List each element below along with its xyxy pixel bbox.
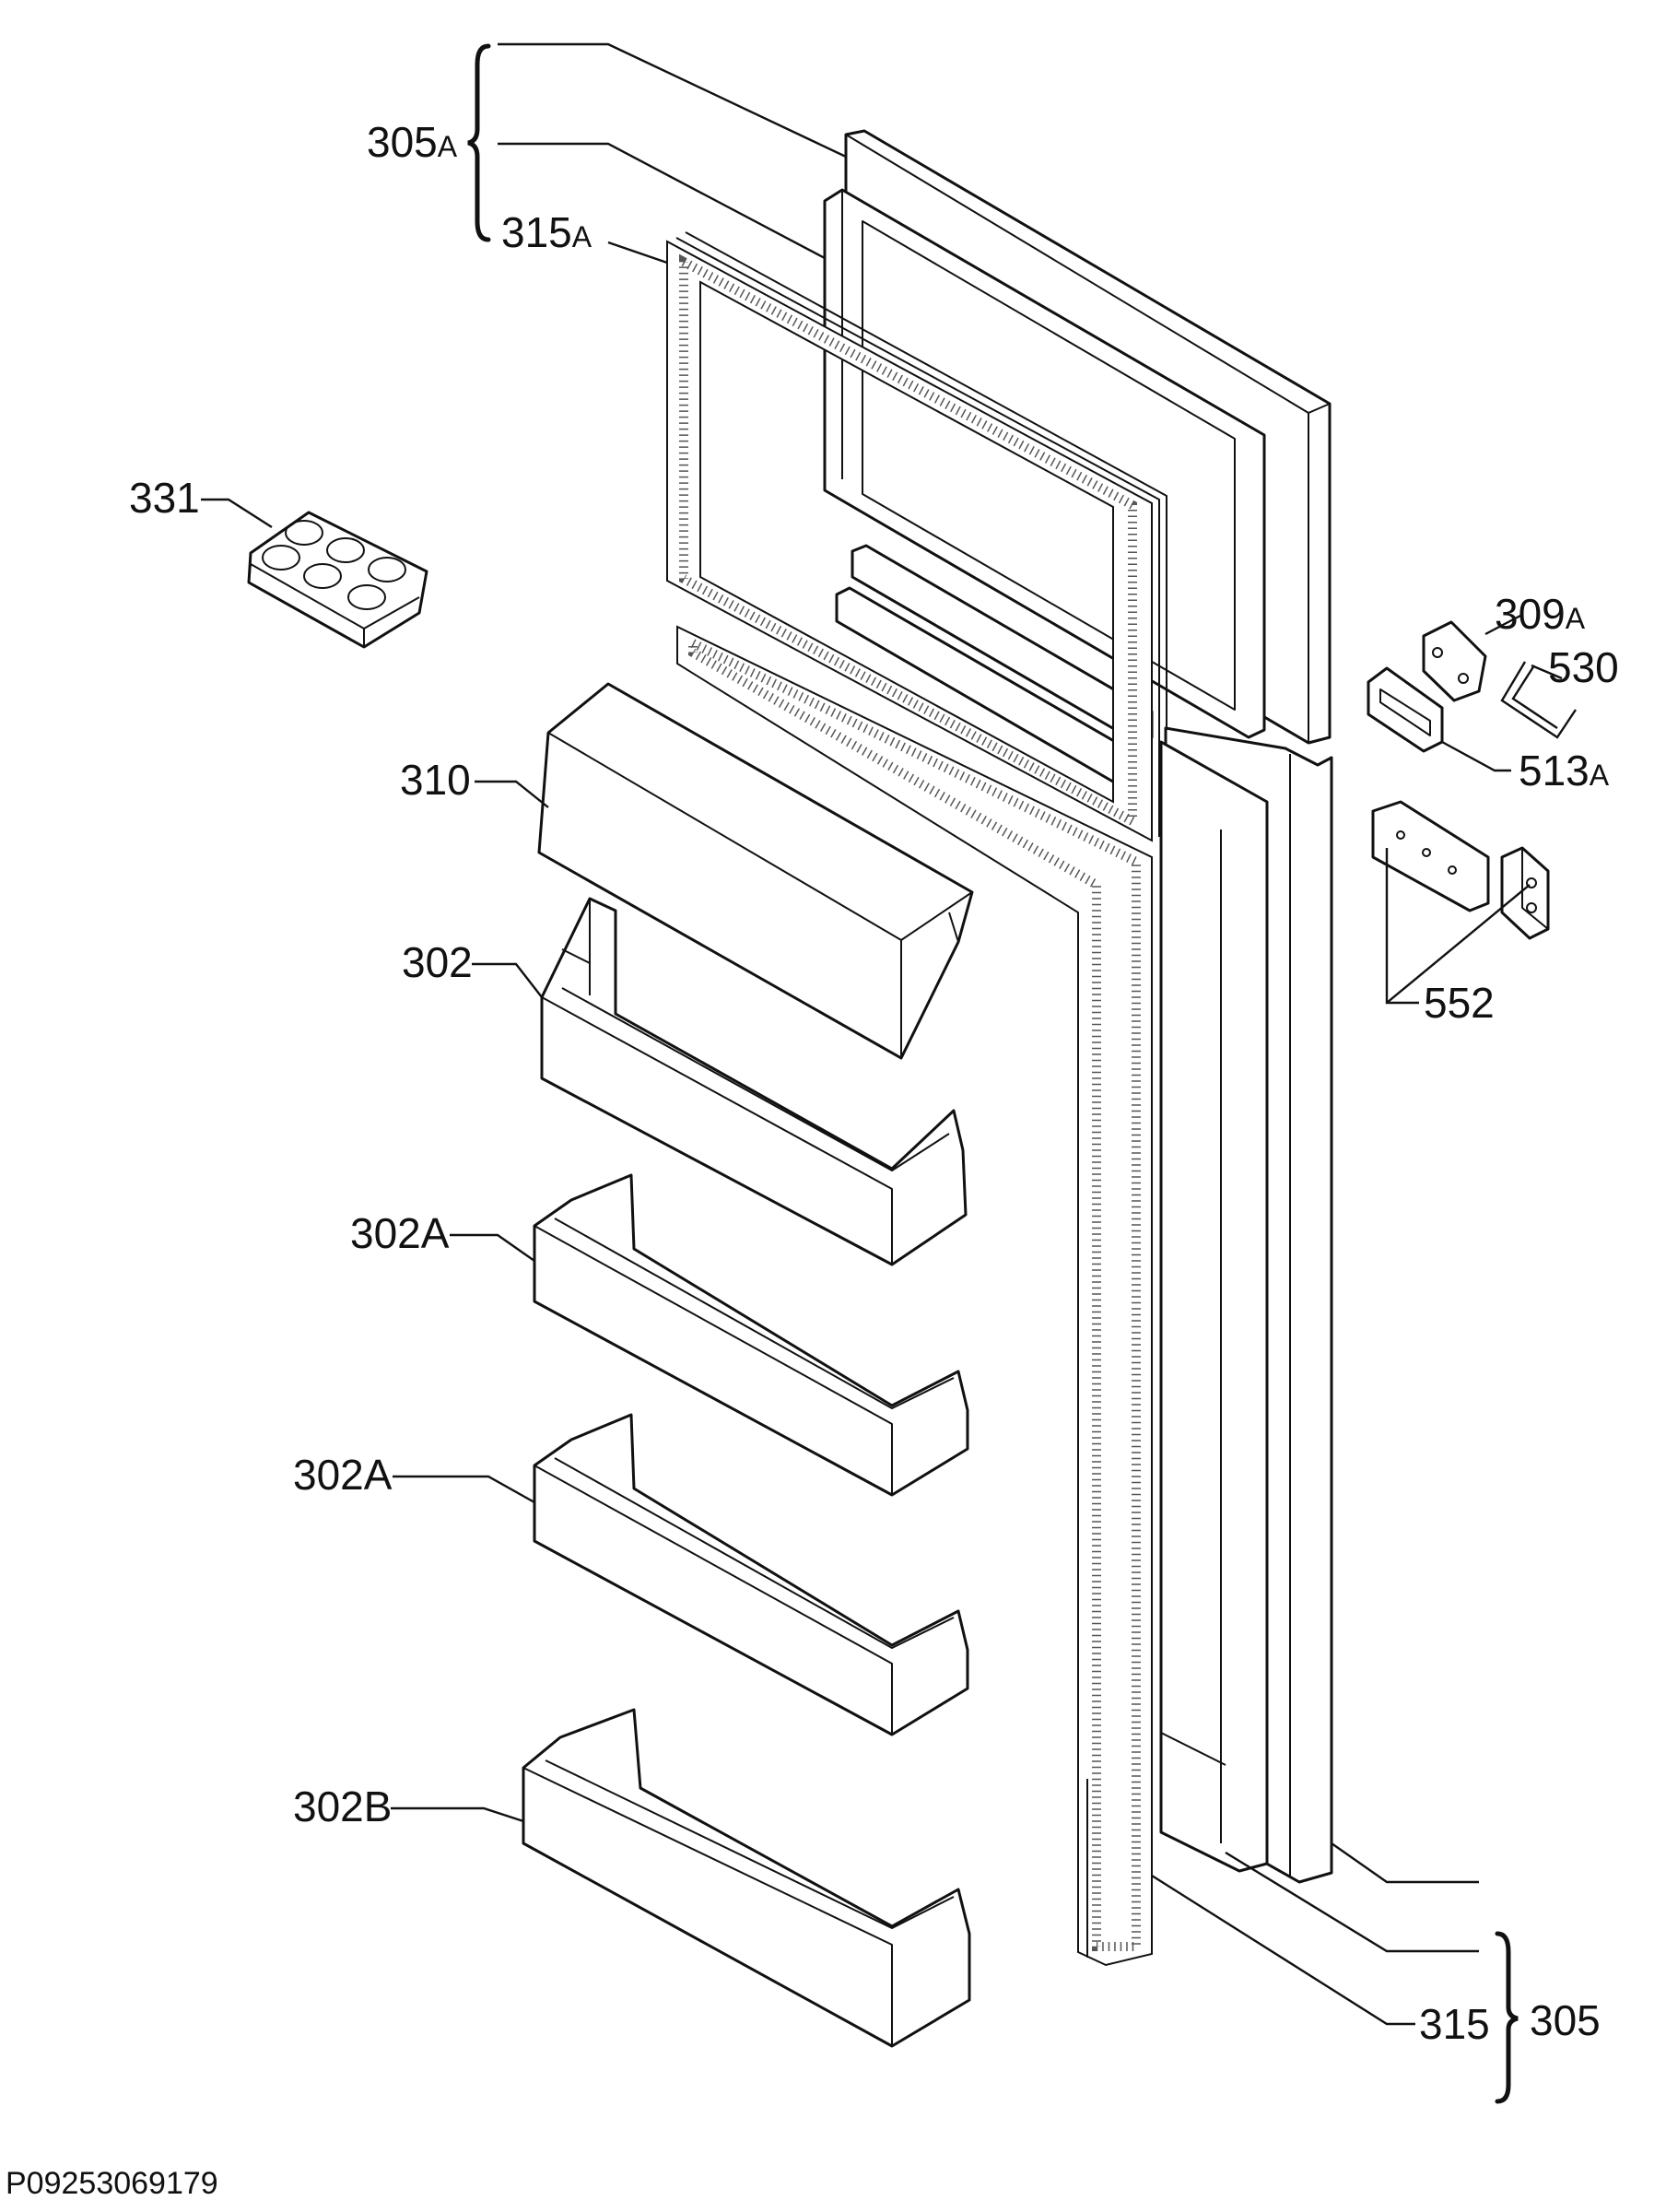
brace-305a — [467, 43, 491, 242]
egg-cup-recesses — [262, 520, 406, 610]
label-552: 552 — [1424, 979, 1495, 1027]
egg-tray — [247, 511, 428, 649]
leader-lines — [201, 42, 1563, 2026]
brace-305 — [1495, 1931, 1519, 2104]
label-315a: 315A — [501, 208, 592, 256]
shelf-flap-310 — [537, 682, 974, 1060]
hinge-clip — [1500, 661, 1577, 739]
label-315: 315 — [1419, 2000, 1490, 2048]
label-309a: 309A — [1495, 590, 1586, 638]
label-305: 305 — [1530, 1996, 1601, 2044]
label-310: 310 — [400, 756, 471, 804]
label-331: 331 — [129, 474, 200, 522]
upper-door-shelf-ribs — [835, 544, 1154, 793]
door-balcony-302a-upper — [533, 1173, 969, 1497]
label-302a-upper: 302A — [350, 1209, 450, 1257]
door-balcony-302a-lower — [533, 1413, 969, 1736]
label-302a-lower: 302A — [293, 1451, 393, 1499]
upper-door-gasket — [666, 231, 1167, 842]
hinge-bracket — [1500, 846, 1550, 940]
reference-code: P09253069179 — [6, 2166, 218, 2201]
label-302: 302 — [402, 938, 473, 986]
label-513a: 513A — [1519, 747, 1610, 794]
lower-door-outer-panel — [1159, 726, 1333, 1884]
label-530: 530 — [1548, 643, 1619, 691]
hinge-plate — [1371, 800, 1490, 912]
label-302b: 302B — [293, 1783, 392, 1830]
lower-door-gasket — [676, 625, 1153, 1967]
bottle-balcony-302b — [522, 1708, 971, 2048]
door-balcony-302 — [540, 897, 968, 1266]
hinge-cover-plate — [1422, 620, 1487, 702]
label-305a: 305A — [367, 118, 458, 166]
hinge-bushing — [1367, 666, 1444, 753]
